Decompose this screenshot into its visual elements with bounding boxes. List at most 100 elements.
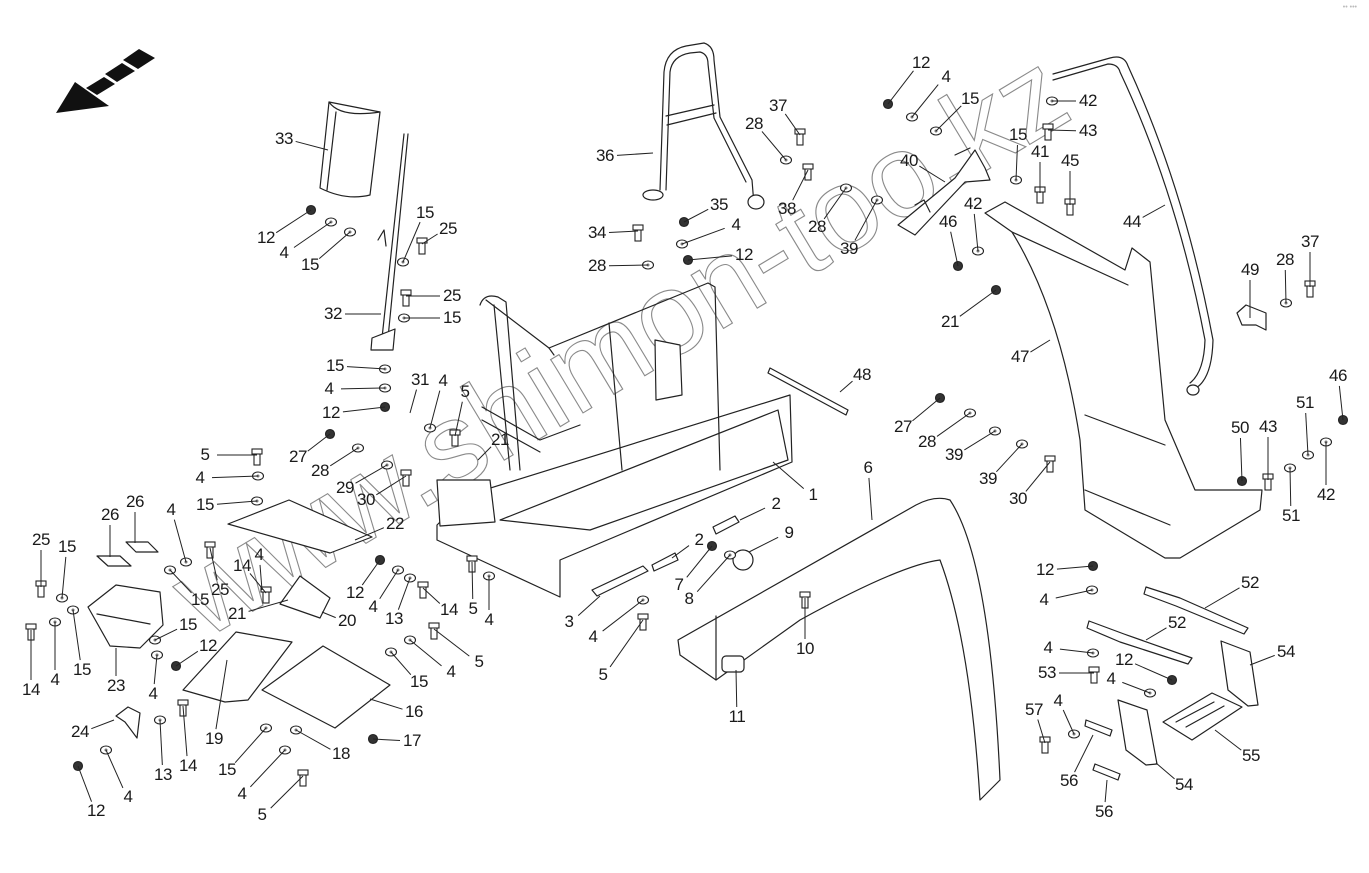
callout-4: 4 [50, 670, 60, 689]
part-3-angle[interactable] [591, 565, 649, 597]
callout-34: 34 [588, 223, 606, 242]
leader-line-15 [390, 651, 412, 676]
part-2-angle[interactable] [651, 515, 740, 572]
leader-line-5 [433, 628, 470, 657]
part-5-bolt[interactable] [428, 622, 440, 640]
part-25-bolt[interactable] [416, 237, 428, 255]
callout-1: 1 [808, 485, 818, 504]
part-1-platform[interactable] [436, 282, 793, 598]
part-26-tread[interactable] [96, 541, 159, 567]
leader-line-54 [1155, 762, 1175, 780]
callout-12: 12 [257, 228, 275, 247]
leader-line-12 [175, 650, 199, 667]
part-36-handrail[interactable] [642, 42, 765, 210]
leader-line-18 [295, 729, 331, 750]
corner-mark: •• ••• [1342, 4, 1357, 11]
callout-5: 5 [257, 805, 267, 824]
leader-line-55 [1214, 729, 1242, 751]
callout-4: 4 [368, 597, 378, 616]
callout-37: 37 [769, 96, 787, 115]
leader-line-7 [686, 545, 713, 578]
leader-line-4 [259, 564, 263, 591]
callout-23: 23 [107, 676, 125, 695]
part-44-curved-handrail[interactable] [1052, 56, 1214, 396]
callout-38: 38 [778, 199, 796, 218]
callout-7: 7 [674, 575, 684, 594]
callout-8: 8 [684, 589, 694, 608]
part-5-bolt[interactable] [251, 448, 263, 466]
part-52-strap[interactable] [1086, 586, 1249, 665]
part-5-bolt[interactable] [297, 769, 309, 787]
part-54-side-plate[interactable] [1117, 640, 1259, 766]
part-47-fender-step[interactable] [984, 201, 1263, 559]
callout-14: 14 [179, 756, 197, 775]
leader-line-9 [748, 536, 779, 553]
part-16-plate[interactable] [261, 645, 391, 729]
part-19-plate[interactable] [182, 631, 293, 703]
part-14-bolt[interactable] [417, 581, 429, 599]
leader-line-12 [1134, 663, 1173, 681]
leader-line-2 [739, 507, 766, 521]
leader-line-12 [887, 70, 914, 105]
leader-line-5 [454, 401, 463, 437]
part-38-bolt[interactable] [802, 163, 814, 181]
callout-15: 15 [416, 203, 434, 222]
leader-line-21 [477, 446, 492, 461]
part-30-bolt[interactable] [400, 469, 412, 487]
part-48-strip[interactable] [767, 367, 849, 416]
callout-13: 13 [385, 609, 403, 628]
part-23-step[interactable] [87, 584, 164, 649]
callout-46: 46 [1329, 366, 1347, 385]
part-5-bolt[interactable] [449, 429, 461, 447]
part-49-bracket[interactable] [1236, 304, 1267, 331]
leader-line-3 [577, 595, 601, 616]
part-6-fender[interactable] [677, 497, 1001, 801]
leader-line-15 [402, 221, 421, 263]
part-56-plate[interactable] [1084, 719, 1121, 781]
callout-41: 41 [1031, 142, 1049, 161]
leader-line-47 [1030, 339, 1051, 353]
callout-42: 42 [964, 194, 982, 213]
leader-lines [30, 70, 1344, 809]
callout-46: 46 [939, 212, 957, 231]
part-22-plate[interactable] [227, 499, 373, 554]
part-40-bracket[interactable] [897, 147, 991, 236]
callout-4: 4 [731, 215, 741, 234]
callout-15: 15 [961, 89, 979, 108]
part-14-bolt[interactable] [260, 586, 272, 604]
leader-line-15 [935, 105, 962, 132]
part-34-bolt[interactable] [632, 224, 644, 242]
part-33-cover[interactable] [319, 101, 381, 198]
part-37-bolt[interactable] [794, 128, 806, 146]
part-57-bolt[interactable] [1039, 736, 1051, 754]
leader-line-24 [91, 719, 115, 730]
part-20-bracket[interactable] [279, 575, 331, 619]
leader-line-28 [1284, 269, 1287, 304]
leader-line-17 [372, 738, 401, 741]
callout-26: 26 [101, 505, 119, 524]
part-55-step[interactable] [1162, 692, 1243, 741]
part-43-bolt[interactable] [1042, 123, 1054, 141]
leader-line-27 [307, 433, 331, 452]
callout-4: 4 [166, 500, 176, 519]
callout-39: 39 [979, 469, 997, 488]
leader-line-14 [249, 573, 267, 594]
part-53-bolt[interactable] [1088, 666, 1100, 684]
leader-line-21 [959, 289, 997, 317]
callout-24: 24 [71, 722, 89, 741]
leader-line-4 [911, 84, 939, 118]
part-24-bracket[interactable] [115, 706, 141, 739]
part-25-bolt[interactable] [204, 541, 216, 559]
callout-30: 30 [357, 490, 375, 509]
part-25-bolt[interactable] [400, 289, 412, 307]
part-9-disc[interactable] [732, 549, 754, 571]
leader-line-15 [234, 727, 267, 764]
part-11-plug[interactable] [721, 655, 745, 673]
callout-43: 43 [1259, 417, 1277, 436]
leader-line-4 [379, 569, 399, 599]
part-32-rod[interactable] [370, 133, 409, 351]
part-5-bolt[interactable] [637, 613, 649, 631]
part-30-bolt[interactable] [1044, 455, 1056, 473]
callout-17: 17 [403, 731, 421, 750]
leader-line-28 [608, 264, 649, 267]
